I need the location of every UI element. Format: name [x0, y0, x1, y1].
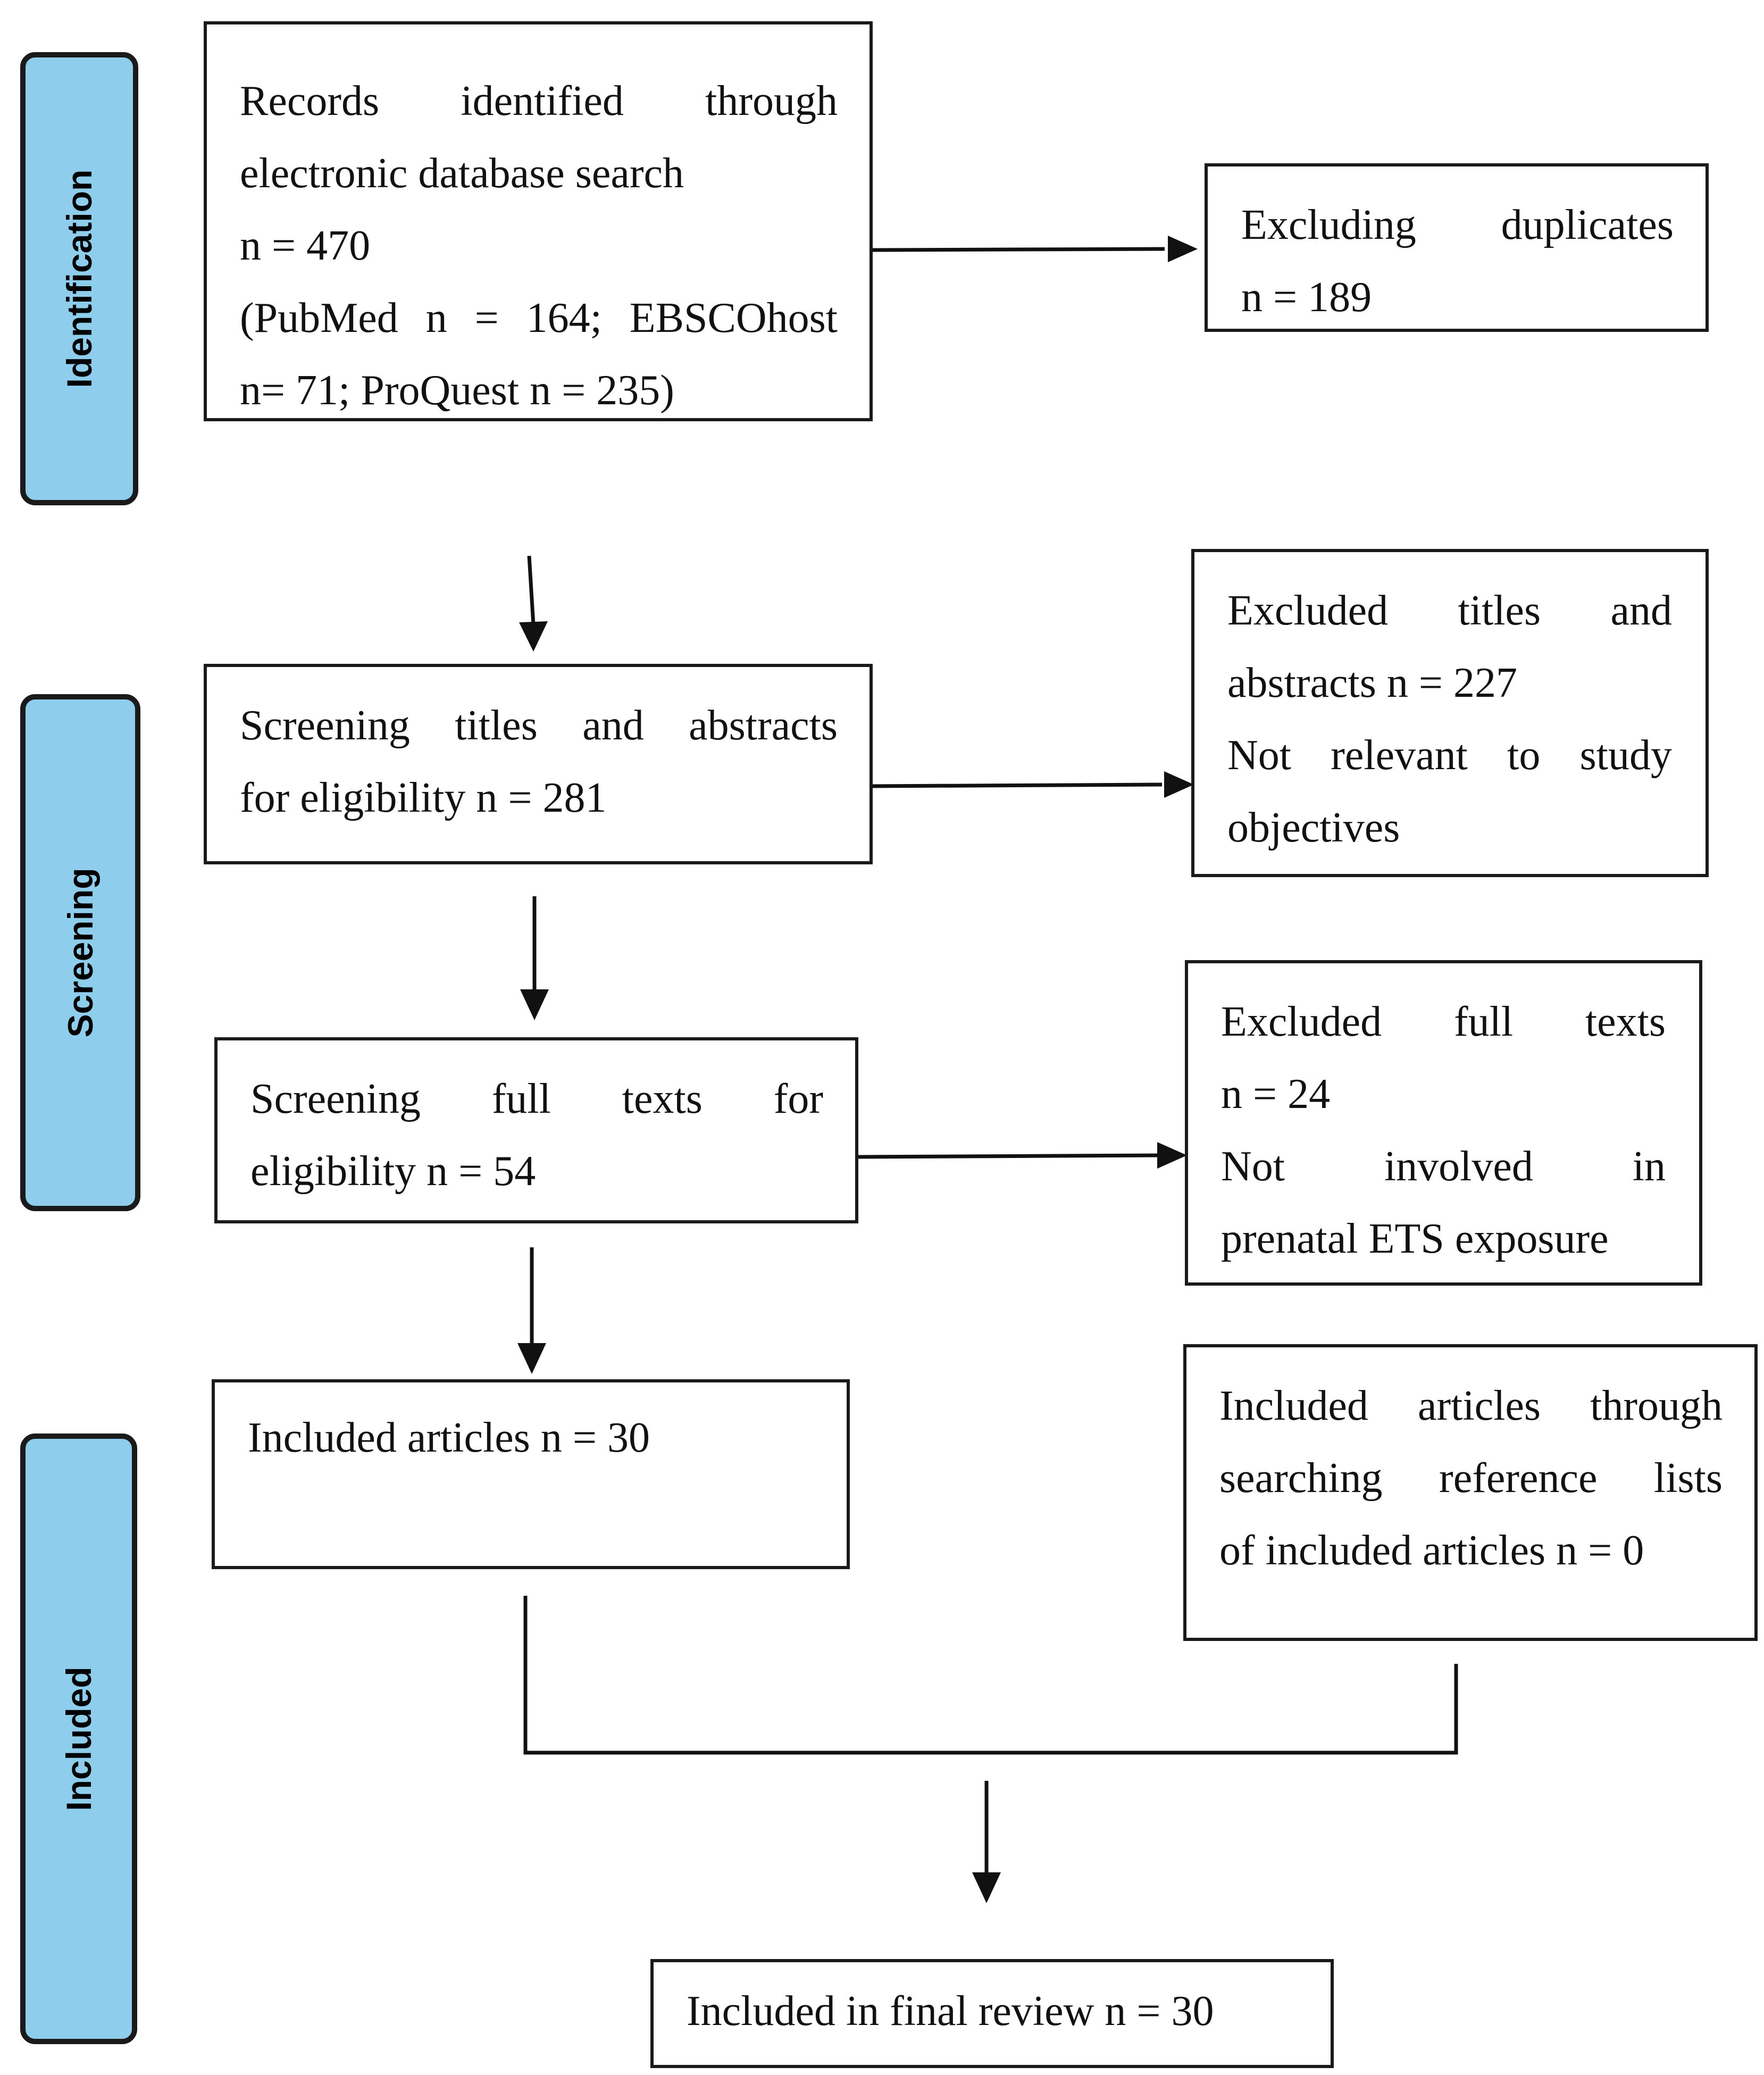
arrowhead-final-review: [972, 1872, 1001, 1903]
duplicates-line-2: n = 189: [1241, 274, 1372, 321]
final-review-box: Included in final review n = 30: [650, 1959, 1334, 2068]
arrowhead-duplicates: [1168, 236, 1198, 262]
excluded-full-line-3: Not involved in: [1221, 1143, 1666, 1190]
included-reference-line-2: searching reference lists: [1219, 1455, 1723, 1502]
duplicates-line-1: Excluding duplicates: [1241, 202, 1674, 248]
excluding-duplicates-box: Excluding duplicates n = 189: [1205, 163, 1709, 332]
included-reference-line-1: Included articles through: [1219, 1382, 1723, 1429]
stage-identification-label: Identification: [60, 169, 99, 388]
excluded-full-texts-box: Excluded full texts n = 24 Not involved …: [1185, 960, 1702, 1286]
included-articles-line-1: Included articles n = 30: [248, 1414, 650, 1461]
screening-titles-line-2: for eligibility n = 281: [240, 774, 607, 821]
excluded-full-line-1: Excluded full texts: [1221, 998, 1666, 1045]
screening-titles-box: Screening titles and abstracts for eligi…: [204, 664, 873, 864]
final-review-line-1: Included in final review n = 30: [687, 1988, 1214, 2035]
excluded-titles-line-3: Not relevant to study: [1227, 732, 1672, 779]
excluded-titles-line-4: objectives: [1227, 804, 1400, 851]
records-line-2: electronic database search: [240, 150, 684, 197]
records-line-1: Records identified through: [240, 78, 838, 124]
stage-screening-label: Screening: [61, 868, 100, 1038]
records-line-3: n = 470: [240, 222, 371, 269]
arrow-records-to-screening-titles: [527, 555, 536, 626]
screening-full-texts-box: Screening full texts for eligibility n =…: [214, 1037, 858, 1223]
arrowhead-excluded-titles: [1164, 771, 1194, 798]
arrow-records-to-duplicates: [871, 247, 1165, 252]
included-articles-box: Included articles n = 30: [212, 1379, 850, 1569]
merge-connector: [523, 1596, 1458, 1755]
included-reference-line-3: of included articles n = 0: [1219, 1527, 1644, 1574]
excluded-full-line-2: n = 24: [1221, 1071, 1331, 1118]
excluded-full-line-4: prenatal ETS exposure: [1221, 1215, 1609, 1262]
arrowhead-screening-titles: [519, 621, 548, 652]
excluded-titles-line-1: Excluded titles and: [1227, 587, 1672, 634]
stage-screening: Screening: [20, 694, 140, 1211]
excluded-titles-line-2: abstracts n = 227: [1227, 660, 1517, 706]
excluded-titles-box: Excluded titles and abstracts n = 227 No…: [1191, 549, 1709, 877]
stage-included: Included: [20, 1434, 137, 2044]
records-line-5: n= 71; ProQuest n = 235): [240, 367, 674, 414]
stage-identification: Identification: [20, 52, 138, 505]
arrowhead-included-articles: [517, 1343, 546, 1374]
arrow-screening-full-to-excluded-full: [856, 1153, 1163, 1159]
screening-full-line-2: eligibility n = 54: [250, 1148, 536, 1195]
included-reference-box: Included articles through searching refe…: [1183, 1344, 1758, 1641]
screening-full-line-1: Screening full texts for: [250, 1076, 823, 1122]
arrow-screening-titles-to-excluded-titles: [865, 782, 1163, 788]
stage-included-label: Included: [59, 1666, 98, 1811]
arrowhead-screening-full: [520, 989, 549, 1020]
records-line-4: (PubMed n = 164; EBSCOhost: [240, 295, 838, 341]
records-identified-box: Records identified through electronic da…: [204, 21, 873, 421]
arrowhead-excluded-full: [1157, 1142, 1187, 1169]
screening-titles-line-1: Screening titles and abstracts: [240, 702, 838, 749]
